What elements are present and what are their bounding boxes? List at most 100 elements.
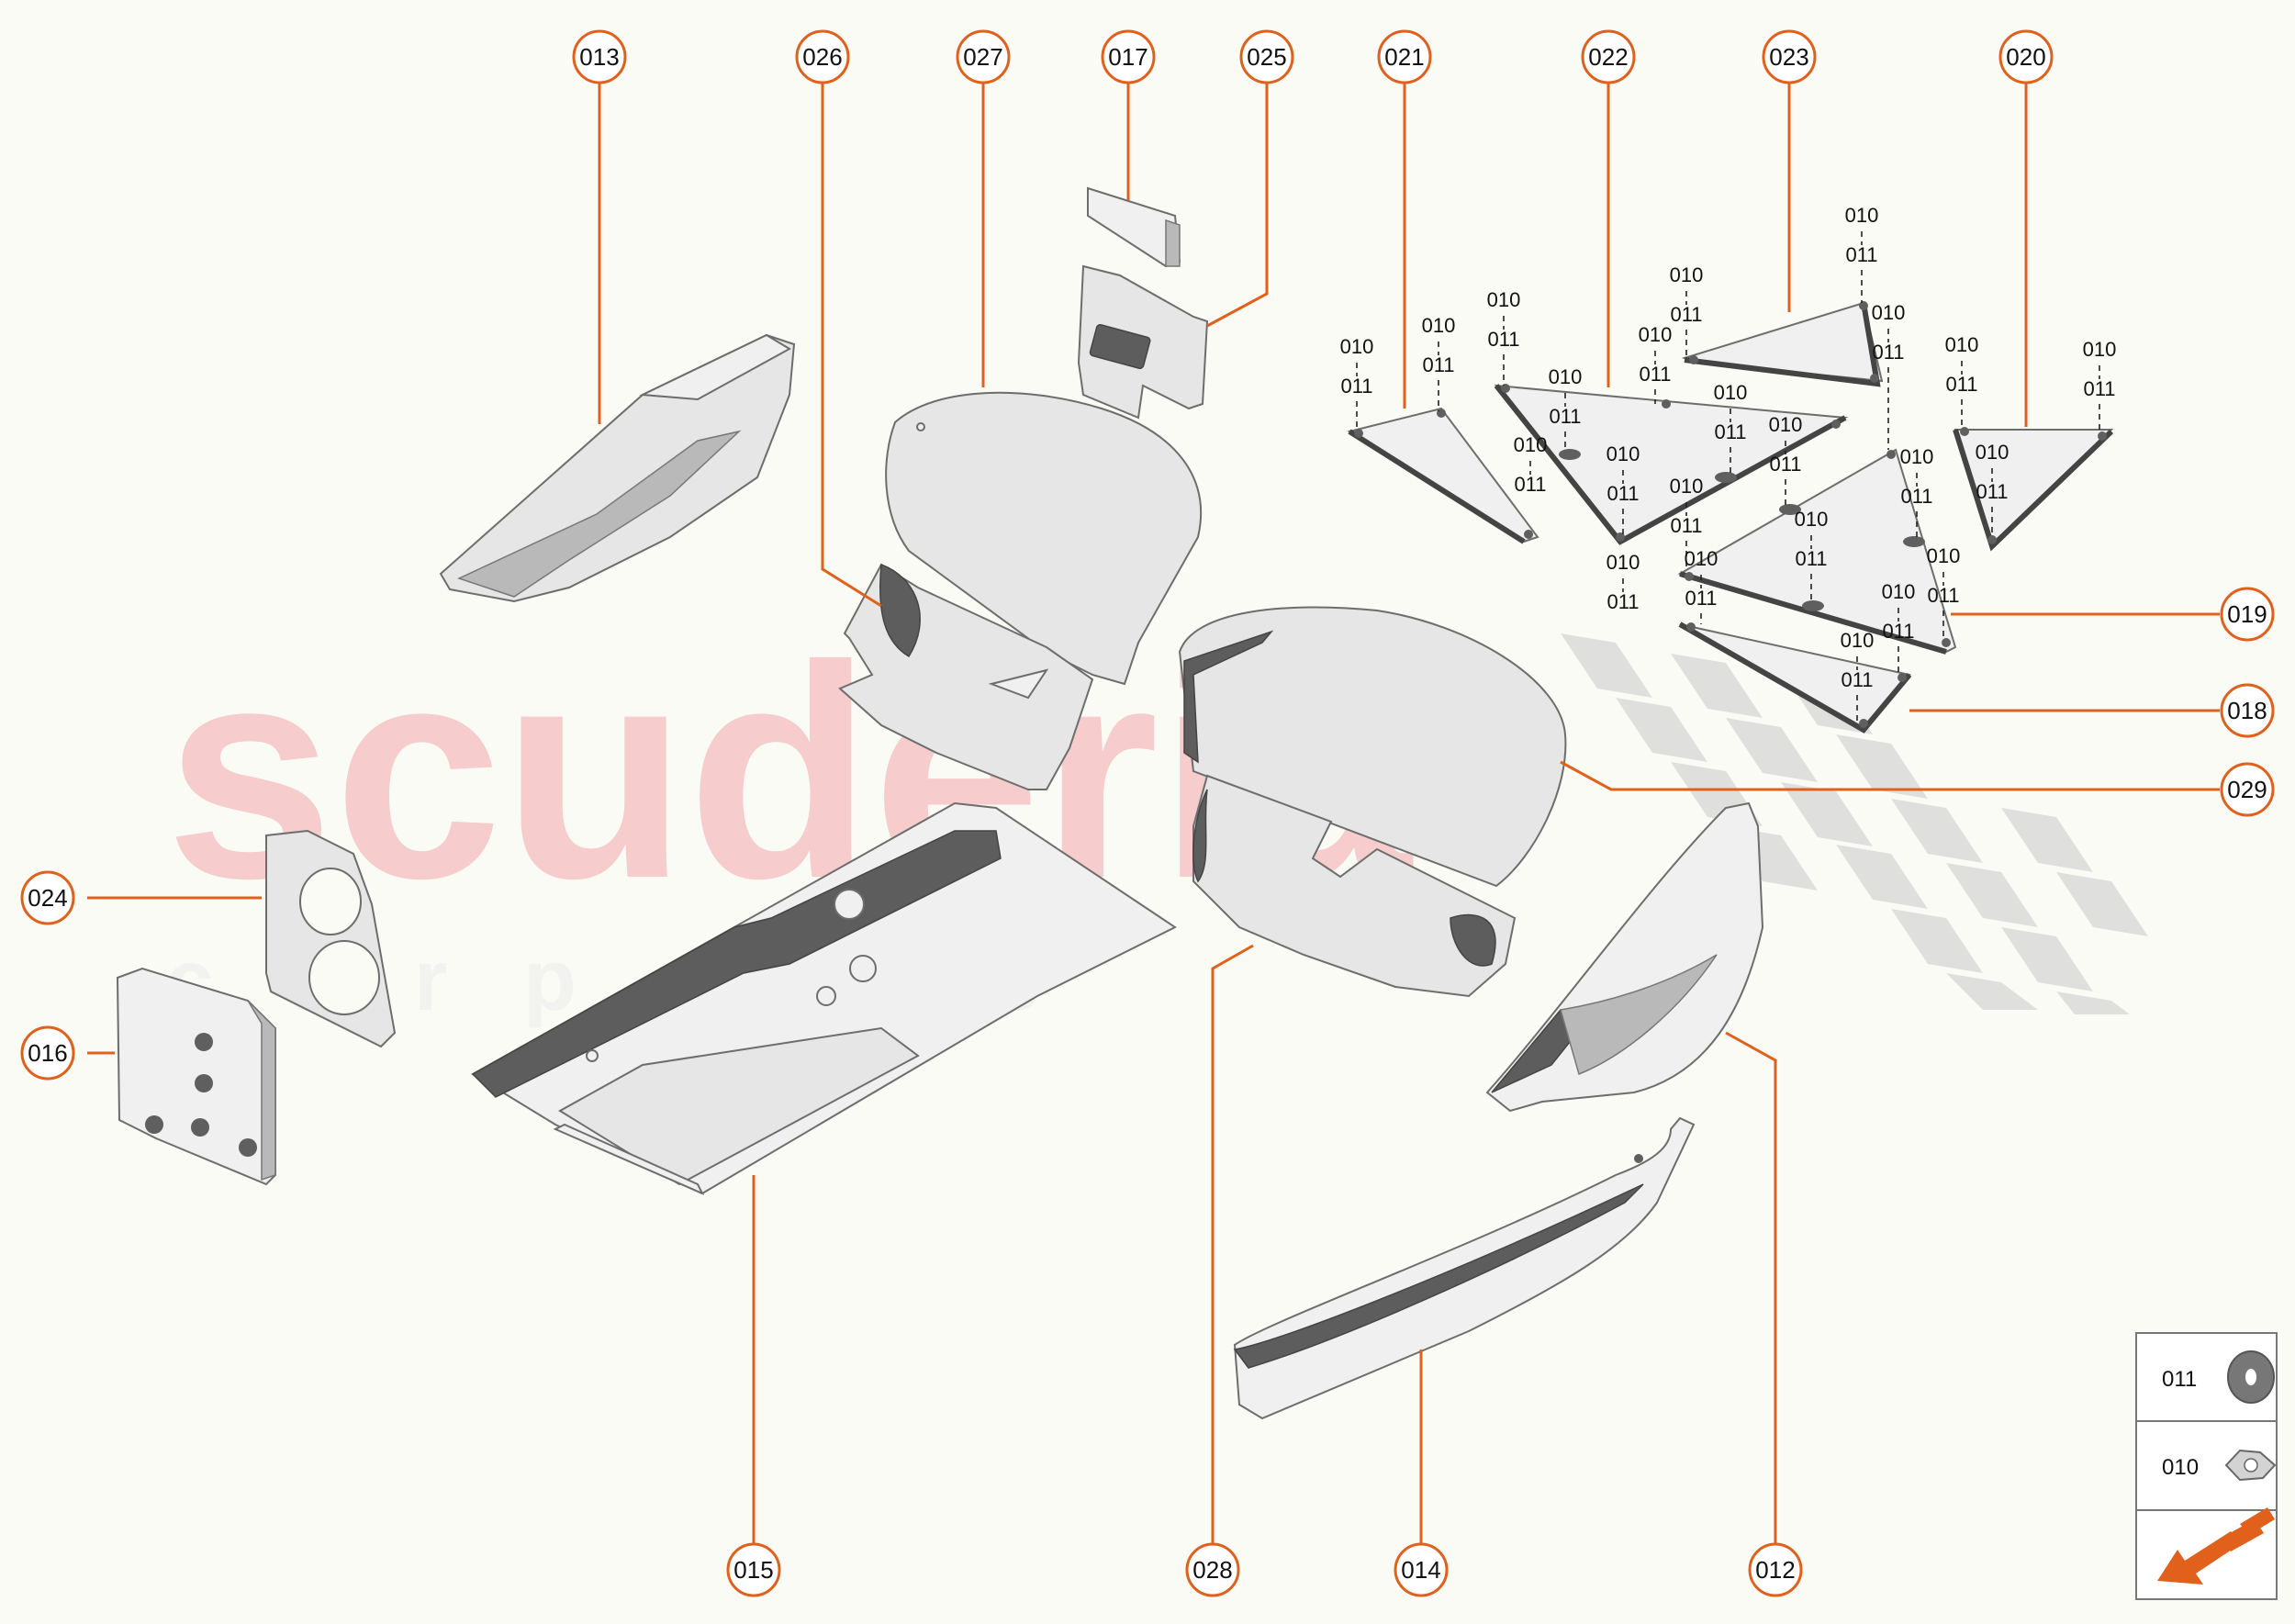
svg-text:011: 011 xyxy=(1872,341,1904,364)
callout-016[interactable]: 016 xyxy=(20,1025,75,1081)
svg-text:011: 011 xyxy=(1639,363,1671,386)
front-direction-arrow-icon xyxy=(2157,1507,2275,1585)
svg-text:013: 013 xyxy=(579,43,619,71)
svg-text:025: 025 xyxy=(1247,43,1286,71)
fastener-stack: 010 011 xyxy=(1841,629,1875,721)
svg-text:010: 010 xyxy=(1340,335,1374,358)
part-025-bracket xyxy=(1077,264,1209,420)
fastener-stack: 010 011 xyxy=(1882,580,1916,675)
svg-text:010: 010 xyxy=(1670,263,1704,286)
part-021-panel xyxy=(1347,407,1539,544)
svg-text:011: 011 xyxy=(1769,453,1801,476)
svg-text:014: 014 xyxy=(1401,1556,1440,1584)
callout-027[interactable]: 027 xyxy=(956,29,1011,84)
svg-text:010: 010 xyxy=(2083,338,2117,361)
svg-text:010: 010 xyxy=(1685,547,1718,570)
svg-text:011: 011 xyxy=(1900,485,1932,508)
svg-text:010: 010 xyxy=(1549,365,1583,388)
svg-text:011: 011 xyxy=(1841,668,1873,691)
clip-nut-icon xyxy=(2224,1449,2277,1482)
svg-text:020: 020 xyxy=(2006,43,2045,71)
svg-text:011: 011 xyxy=(1549,405,1581,428)
svg-text:016: 016 xyxy=(28,1039,67,1067)
callout-019[interactable]: 019 xyxy=(2220,587,2275,642)
part-015-floor-panel xyxy=(471,801,1177,1196)
svg-text:011: 011 xyxy=(2083,377,2115,400)
legend: 011 010 xyxy=(2135,1332,2278,1600)
svg-text:011: 011 xyxy=(1882,620,1914,643)
part-014-sill-trim xyxy=(1233,1116,1696,1420)
svg-text:010: 010 xyxy=(1900,445,1934,468)
svg-text:010: 010 xyxy=(1795,508,1829,531)
callout-012[interactable]: 012 xyxy=(1748,1542,1803,1597)
fastener-stack: 010 011 xyxy=(1769,413,1803,505)
callout-023[interactable]: 023 xyxy=(1762,29,1817,84)
svg-text:017: 017 xyxy=(1108,43,1148,71)
part-019-panel xyxy=(1677,448,1957,655)
part-016-block xyxy=(116,967,276,1186)
svg-text:010: 010 xyxy=(1639,323,1673,346)
svg-text:011: 011 xyxy=(1670,514,1702,537)
part-013-arch-trim xyxy=(439,333,796,603)
svg-text:026: 026 xyxy=(802,43,842,71)
callout-026[interactable]: 026 xyxy=(795,29,850,84)
svg-text:010: 010 xyxy=(1422,314,1456,337)
legend-011-label: 011 xyxy=(2162,1367,2197,1392)
leader-lines xyxy=(87,78,2220,1571)
svg-text:010: 010 xyxy=(1927,544,1961,567)
svg-text:029: 029 xyxy=(2227,776,2267,803)
part-012-side-trim xyxy=(1485,801,1764,1113)
svg-text:010: 010 xyxy=(1976,441,2010,464)
fastener-stack: 010 011 xyxy=(1549,365,1583,452)
svg-text:010: 010 xyxy=(1487,288,1521,311)
callout-017[interactable]: 017 xyxy=(1101,29,1156,84)
callout-028[interactable]: 028 xyxy=(1185,1542,1240,1597)
callout-021[interactable]: 021 xyxy=(1377,29,1432,84)
fastener-stack: 010 011 xyxy=(1900,445,1934,537)
svg-text:010: 010 xyxy=(1845,204,1879,227)
svg-text:011: 011 xyxy=(1845,243,1877,266)
part-028-seat-base xyxy=(1192,774,1517,998)
fastener-labels: 010 011 010 011 010 011 010 011 010 011 010 01… xyxy=(1340,204,2117,721)
callout-025[interactable]: 025 xyxy=(1239,29,1294,84)
callout-015[interactable]: 015 xyxy=(726,1542,781,1597)
svg-text:011: 011 xyxy=(1606,482,1639,505)
part-017-cover xyxy=(1087,186,1181,268)
svg-text:023: 023 xyxy=(1769,43,1808,71)
part-018-panel xyxy=(1678,622,1912,734)
svg-text:010: 010 xyxy=(1841,629,1875,652)
svg-text:010: 010 xyxy=(1769,413,1803,436)
svg-text:010: 010 xyxy=(1606,551,1640,574)
callout-018[interactable]: 018 xyxy=(2220,683,2275,738)
svg-text:019: 019 xyxy=(2227,600,2267,628)
callout-029[interactable]: 029 xyxy=(2220,762,2275,817)
svg-text:010: 010 xyxy=(1606,442,1640,465)
svg-text:011: 011 xyxy=(1514,473,1546,496)
svg-text:010: 010 xyxy=(1882,580,1916,603)
fastener-stack: 010 011 xyxy=(2083,338,2117,433)
svg-text:011: 011 xyxy=(1795,547,1827,570)
fastener-stack: 010 011 xyxy=(1795,508,1829,601)
part-026-seat-base xyxy=(838,563,1094,790)
part-029-seat-back xyxy=(1178,606,1567,888)
callout-014[interactable]: 014 xyxy=(1394,1542,1449,1597)
callout-024[interactable]: 024 xyxy=(20,870,75,925)
part-027-seat-back xyxy=(885,391,1203,686)
callout-020[interactable]: 020 xyxy=(1998,29,2054,84)
callout-022[interactable]: 022 xyxy=(1581,29,1636,84)
svg-text:024: 024 xyxy=(28,884,67,912)
svg-text:018: 018 xyxy=(2227,697,2267,724)
callout-013[interactable]: 013 xyxy=(572,29,627,84)
washer-icon xyxy=(2227,1350,2275,1404)
fastener-stack: 010 011 xyxy=(1845,204,1879,303)
svg-text:022: 022 xyxy=(1588,43,1628,71)
